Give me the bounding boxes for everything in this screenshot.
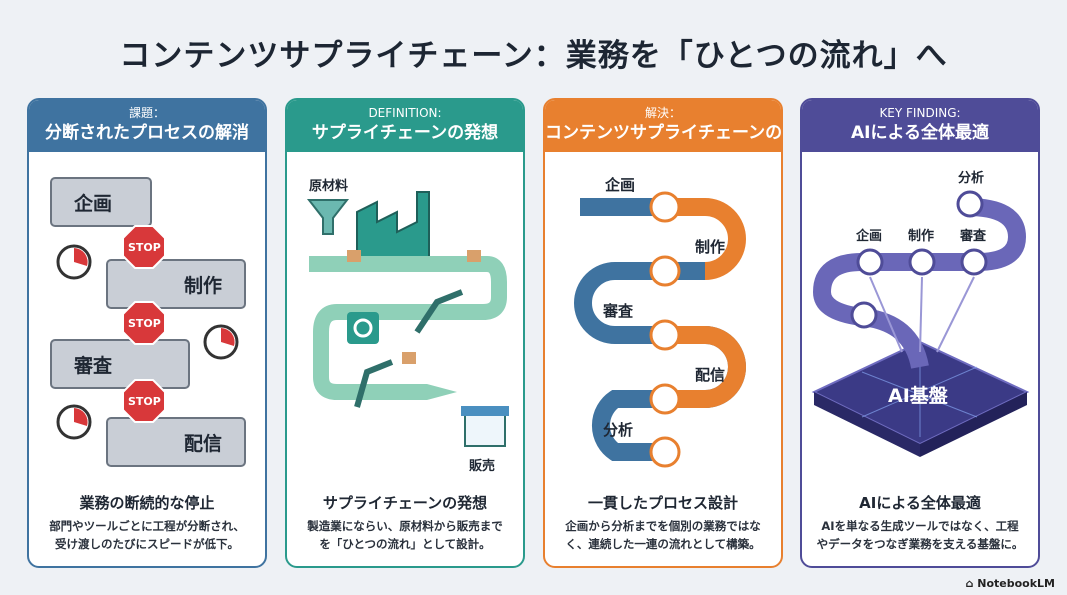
label-delivery: 配信: [184, 432, 222, 455]
footer-line: 企画から分析までを個別の業務ではな: [565, 519, 761, 533]
store-icon: [464, 413, 506, 447]
process-block: [106, 417, 246, 467]
step-icon: [649, 191, 681, 468]
card-challenge: 課題： 分断されたプロセスの解消 企画 制作 審査 配信 STOP STOP S…: [27, 98, 267, 568]
label-planning: 企画: [73, 192, 112, 215]
footer-line: やデータをつなぎ業務を支える基盤に。: [816, 537, 1024, 551]
label-review: 審査: [959, 228, 987, 244]
page-title: コンテンツサプライチェーン：業務を「ひとつの流れ」へ: [119, 38, 948, 74]
stop-label: STOP: [128, 317, 161, 330]
footer-title: AIによる全体最適: [859, 494, 981, 512]
card-heading: コンテンツサプライチェーンの構築: [545, 123, 783, 143]
arrow-icon: [427, 384, 457, 400]
card-tag: DEFINITION:: [368, 106, 442, 120]
robot-arm-icon: [354, 359, 394, 408]
footer-line: 部門やツールごとに工程が分断され、: [49, 519, 245, 533]
label-production: 制作: [184, 274, 222, 297]
label-production: 制作: [908, 228, 934, 244]
card-heading: AIによる全体最適: [851, 123, 989, 143]
gear-box-icon: [347, 312, 379, 344]
flow-path: [580, 198, 746, 280]
card-definition: DEFINITION: サプライチェーンの発想 原材料 販売 サプライチェーンの…: [285, 98, 525, 568]
platform-label: AI基盤: [888, 384, 949, 407]
process-block: [50, 339, 190, 389]
card-tag: KEY FINDING:: [879, 106, 961, 120]
footer-line: く、連続した一連の流れとして構築。: [565, 537, 761, 551]
card-solution: 解決： コンテンツサプライチェーンの構築 企画 制作 審査 配信 分析 一貫した…: [543, 98, 783, 568]
footer-title: 業務の断続的な停止: [79, 494, 215, 512]
card-tag: 課題：: [128, 106, 165, 120]
fragmented-process-diagram: 企画 制作 審査 配信 STOP STOP STOP: [50, 177, 246, 467]
footer-line: を「ひとつの流れ」として設計。: [319, 537, 491, 551]
footer-title: 一貫したプロセス設計: [587, 494, 738, 512]
card-header: 課題： 分断されたプロセスの解消: [29, 100, 265, 152]
footer-line: AIを単なる生成ツールではなく、工程: [821, 519, 1019, 533]
card-tag: 解決：: [644, 106, 681, 120]
label-analysis: 分析: [603, 421, 633, 439]
brand-logo: ⌂ NotebookLM: [966, 577, 1055, 590]
label-review: 審査: [73, 354, 113, 377]
robot-arm-icon: [414, 289, 464, 334]
label-raw-materials: 原材料: [309, 178, 348, 194]
stop-label: STOP: [128, 241, 161, 254]
card-footer: 業務の断続的な停止 部門やツールごとに工程が分断され、 受け渡しのたびにスピード…: [29, 492, 265, 553]
ai-platform-diagram: AI基盤 分析 企画 制作 審査: [811, 170, 1030, 457]
factory-icon: [356, 191, 430, 263]
footer-line: 受け渡しのたびにスピードが低下。: [55, 537, 239, 551]
card-header: 解決： コンテンツサプライチェーンの構築: [545, 100, 781, 152]
brand-name: NotebookLM: [977, 577, 1055, 590]
card-key-finding: KEY FINDING: AIによる全体最適 AI基盤 分析 企画 制作 審査 …: [800, 98, 1040, 568]
label-production: 制作: [695, 238, 725, 256]
card-footer: AIによる全体最適 AIを単なる生成ツールではなく、工程 やデータをつなぎ業務を…: [802, 492, 1038, 553]
stop-sign-icon: [122, 225, 166, 423]
label-planning: 企画: [855, 228, 882, 244]
card-heading: サプライチェーンの発想: [311, 123, 499, 143]
label-review: 審査: [602, 302, 634, 320]
label-analysis: 分析: [958, 170, 984, 186]
process-block: [50, 177, 152, 227]
continuous-flow-diagram: 企画 制作 審査 配信 分析: [574, 176, 746, 468]
notebook-icon: ⌂: [965, 577, 978, 590]
card-footer: サプライチェーンの発想 製造業にならい、原材料から販売まで を「ひとつの流れ」と…: [287, 492, 523, 553]
flow-path: [812, 198, 1027, 369]
step-icon: [850, 190, 988, 329]
label-planning: 企画: [604, 176, 635, 194]
process-block: [106, 259, 246, 309]
stop-label: STOP: [128, 395, 161, 408]
card-header: KEY FINDING: AIによる全体最適: [802, 100, 1038, 152]
footer-title: サプライチェーンの発想: [322, 494, 488, 512]
label-sales: 販売: [469, 458, 495, 474]
card-heading: 分断されたプロセスの解消: [45, 123, 249, 143]
label-delivery: 配信: [695, 366, 725, 384]
card-header: DEFINITION: サプライチェーンの発想: [287, 100, 523, 152]
footer-line: 製造業にならい、原材料から販売まで: [307, 519, 503, 533]
funnel-icon: [306, 199, 350, 235]
card-footer: 一貫したプロセス設計 企画から分析までを個別の業務ではな く、連続した一連の流れ…: [545, 492, 781, 553]
conveyor-belt: [309, 256, 507, 400]
supply-chain-diagram: 原材料 販売: [306, 178, 509, 474]
